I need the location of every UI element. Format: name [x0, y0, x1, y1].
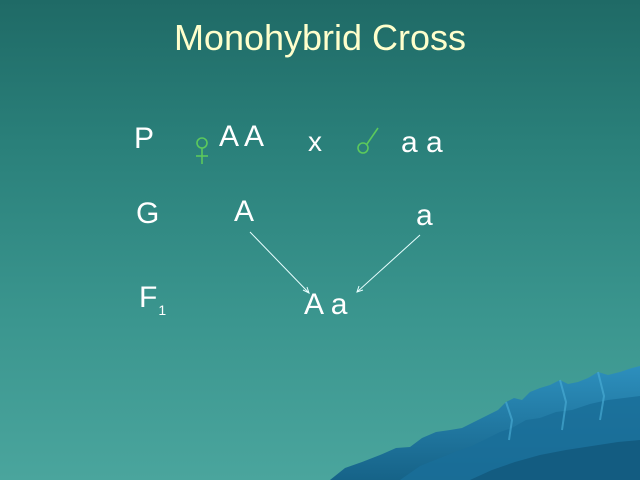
- slide-title: Monohybrid Cross: [173, 17, 467, 58]
- arrow-from-female-gamete: [249, 231, 310, 294]
- row-label-parents: P: [134, 122, 155, 155]
- female-gamete: A: [234, 195, 255, 228]
- male-symbol-icon: [357, 127, 379, 154]
- male-parent-genotype: a a: [401, 126, 443, 159]
- male-gamete: a: [416, 199, 433, 232]
- female-parent-genotype: A A: [219, 120, 265, 153]
- row-label-gametes: G: [136, 197, 160, 230]
- offspring-genotype: A a: [304, 288, 348, 321]
- cross-symbol: x: [308, 126, 322, 157]
- f-label: F: [139, 281, 158, 314]
- arrow-from-male-gamete: [356, 234, 421, 293]
- cross-arrows: [249, 231, 421, 294]
- f-subscript: 1: [158, 302, 167, 318]
- row-label-f1: F1: [139, 281, 166, 318]
- female-symbol-icon: [196, 137, 208, 164]
